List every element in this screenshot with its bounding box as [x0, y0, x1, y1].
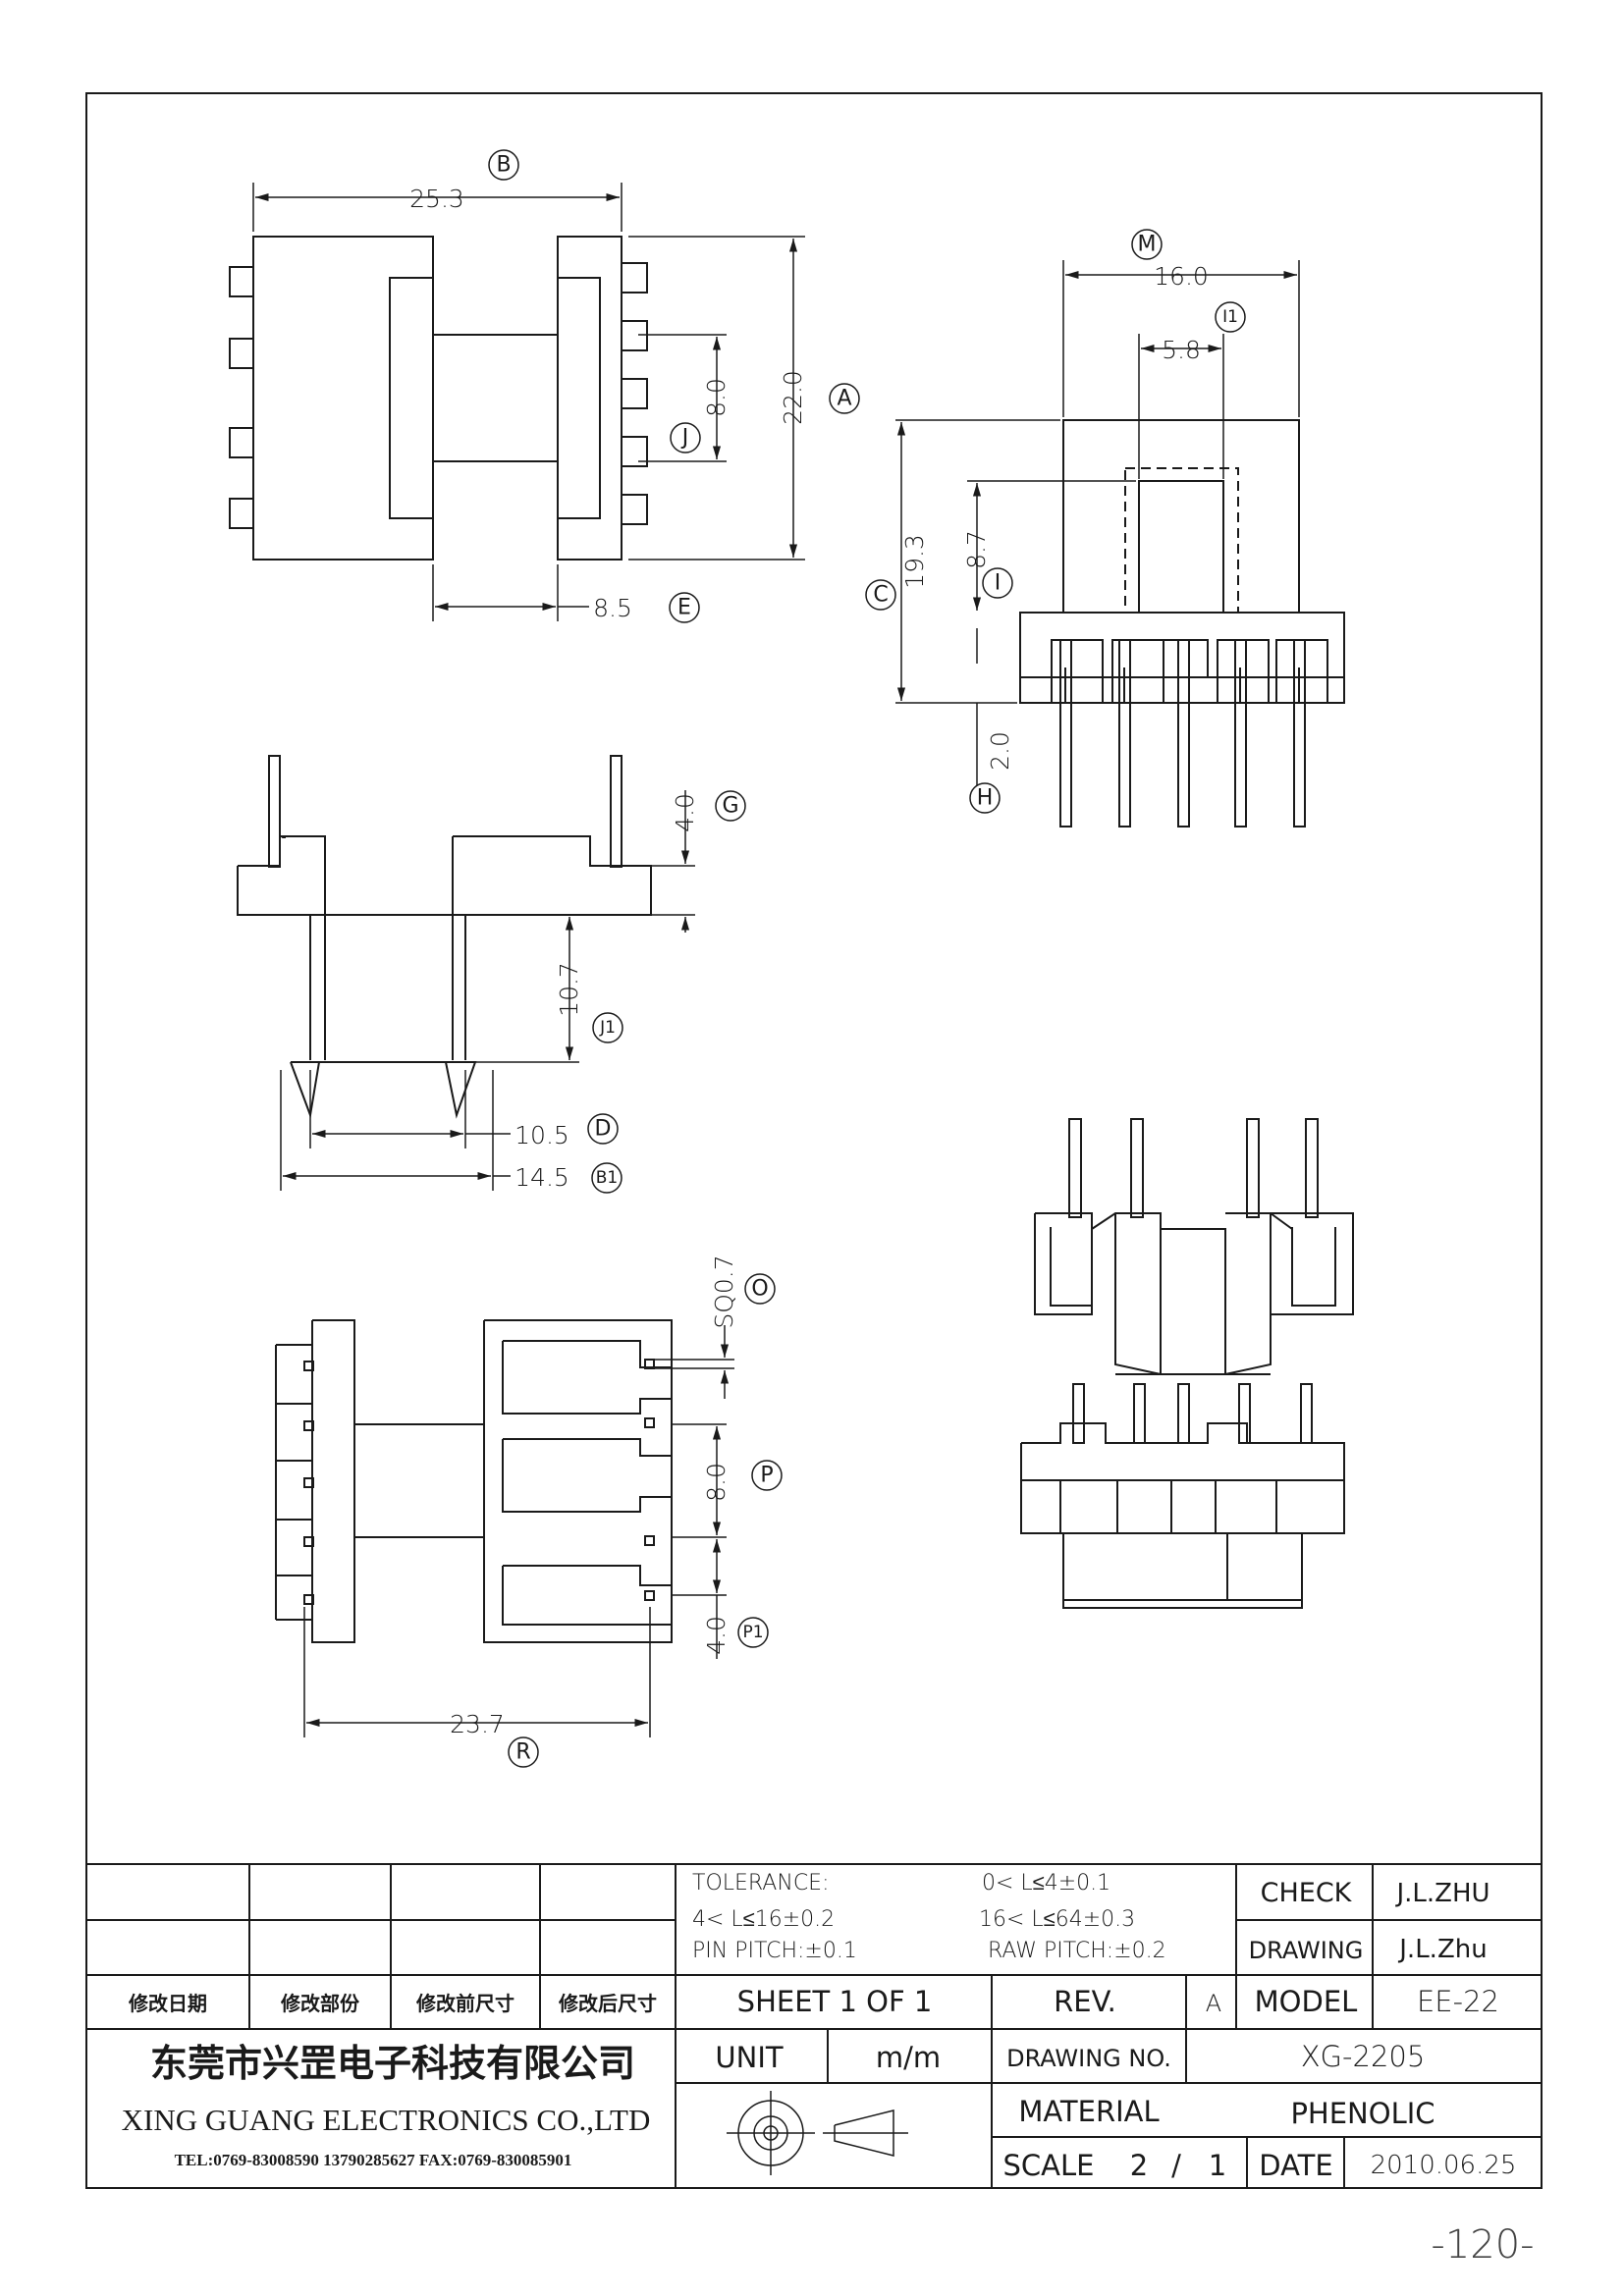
title-block-grid: [86, 1863, 1542, 2188]
label-j: J: [680, 426, 689, 451]
rev-header-part: 修改部份: [280, 1992, 360, 2015]
drawing-no-value: XG-2205: [1301, 2040, 1426, 2073]
label-b1: B1: [596, 1168, 618, 1188]
unit-label: UNIT: [715, 2041, 783, 2074]
rev-header-before: 修改前尺寸: [415, 1992, 514, 2015]
unit-value: m/m: [876, 2041, 941, 2074]
front-view: [229, 236, 648, 561]
rev-value: A: [1206, 1990, 1221, 2017]
dim-c-value: 19.3: [900, 534, 929, 589]
label-o: O: [751, 1277, 768, 1302]
rev-header-date: 修改日期: [128, 1992, 207, 2015]
drawing-no-label: DRAWING NO.: [1006, 2045, 1171, 2072]
dim-b1-value: 14.5: [514, 1163, 569, 1192]
scale-label: SCALE: [1003, 2149, 1095, 2182]
dim-j-value: 8.0: [702, 378, 731, 417]
dim-b-value: 25.3: [409, 185, 464, 213]
label-i: I: [995, 571, 1001, 596]
label-e: E: [677, 596, 691, 620]
projection-symbol: [727, 2091, 908, 2175]
model-label: MODEL: [1255, 1985, 1358, 2018]
company-name-cn: 东莞市兴罡电子科技有限公司: [150, 2042, 635, 2085]
page-number: -120-: [1431, 2222, 1534, 2268]
material-value: PHENOLIC: [1290, 2097, 1435, 2130]
company-name-en: XING GUANG ELECTRONICS CO.,LTD: [122, 2103, 651, 2137]
company-contact: TEL:0769-83008590 13790285627 FAX:0769-8…: [175, 2151, 572, 2169]
tolerance-title: TOLERANCE:: [692, 1871, 830, 1896]
label-p: P: [760, 1464, 773, 1488]
dim-e-value: 8.5: [593, 594, 632, 622]
dim-m-value: 16.0: [1154, 262, 1209, 291]
label-r: R: [515, 1740, 530, 1765]
dimension-lines: [252, 183, 1300, 1737]
dim-o-value: SQ0.7: [710, 1255, 738, 1328]
scale-denominator: 1: [1209, 2149, 1226, 2182]
label-c: C: [873, 583, 888, 608]
tolerance-row2b: 16< L≤64±0.3: [979, 1907, 1135, 1932]
label-bubbles: [488, 149, 1246, 1768]
rev-label: REV.: [1054, 1985, 1116, 2018]
end-view: [237, 755, 652, 1119]
date-label: DATE: [1259, 2149, 1332, 2182]
dim-p-value: 8.0: [702, 1463, 731, 1502]
label-p1: P1: [742, 1623, 763, 1642]
label-d: D: [595, 1117, 612, 1142]
scale-numerator: 2: [1130, 2149, 1148, 2182]
side-view: [1019, 419, 1345, 828]
scale-slash: /: [1171, 2149, 1181, 2182]
dim-i-value: 8.7: [962, 530, 991, 569]
dim-p1-value: 4.0: [702, 1616, 731, 1655]
isometric-view: [1020, 1118, 1354, 1609]
tolerance-raw: RAW PITCH:±0.2: [988, 1939, 1166, 1963]
dim-r-value: 23.7: [450, 1710, 505, 1738]
tolerance-row1: 0< L≤4±0.1: [982, 1871, 1110, 1896]
dim-h-value: 2.0: [986, 731, 1014, 771]
check-label: CHECK: [1261, 1878, 1353, 1908]
dim-i1-value: 5.8: [1162, 336, 1201, 364]
material-label: MATERIAL: [1018, 2095, 1159, 2128]
dim-a-value: 22.0: [779, 370, 807, 425]
label-h: H: [977, 786, 994, 811]
label-j1: J1: [599, 1018, 616, 1038]
dim-d-value: 10.5: [514, 1121, 569, 1149]
tolerance-pin: PIN PITCH:±0.1: [692, 1939, 857, 1963]
check-value: J.L.ZHU: [1394, 1879, 1489, 1908]
label-b: B: [496, 153, 511, 178]
drawing-label: DRAWING: [1249, 1937, 1364, 1964]
date-value: 2010.06.25: [1371, 2151, 1517, 2180]
drawing-value: J.L.Zhu: [1397, 1935, 1487, 1964]
model-value: EE-22: [1417, 1985, 1499, 2018]
label-m: M: [1138, 233, 1157, 257]
sheet-label: SHEET 1 OF 1: [737, 1985, 933, 2018]
sheet-border: [85, 92, 1543, 2189]
label-a: A: [837, 387, 851, 411]
rev-header-after: 修改后尺寸: [558, 1992, 657, 2015]
label-g: G: [722, 794, 738, 819]
dim-j1-value: 10.7: [555, 962, 583, 1017]
dim-g-value: 4.0: [671, 793, 699, 832]
bottom-view: [275, 1319, 673, 1643]
label-i1: I1: [1222, 307, 1238, 327]
tolerance-row2a: 4< L≤16±0.2: [692, 1907, 835, 1932]
